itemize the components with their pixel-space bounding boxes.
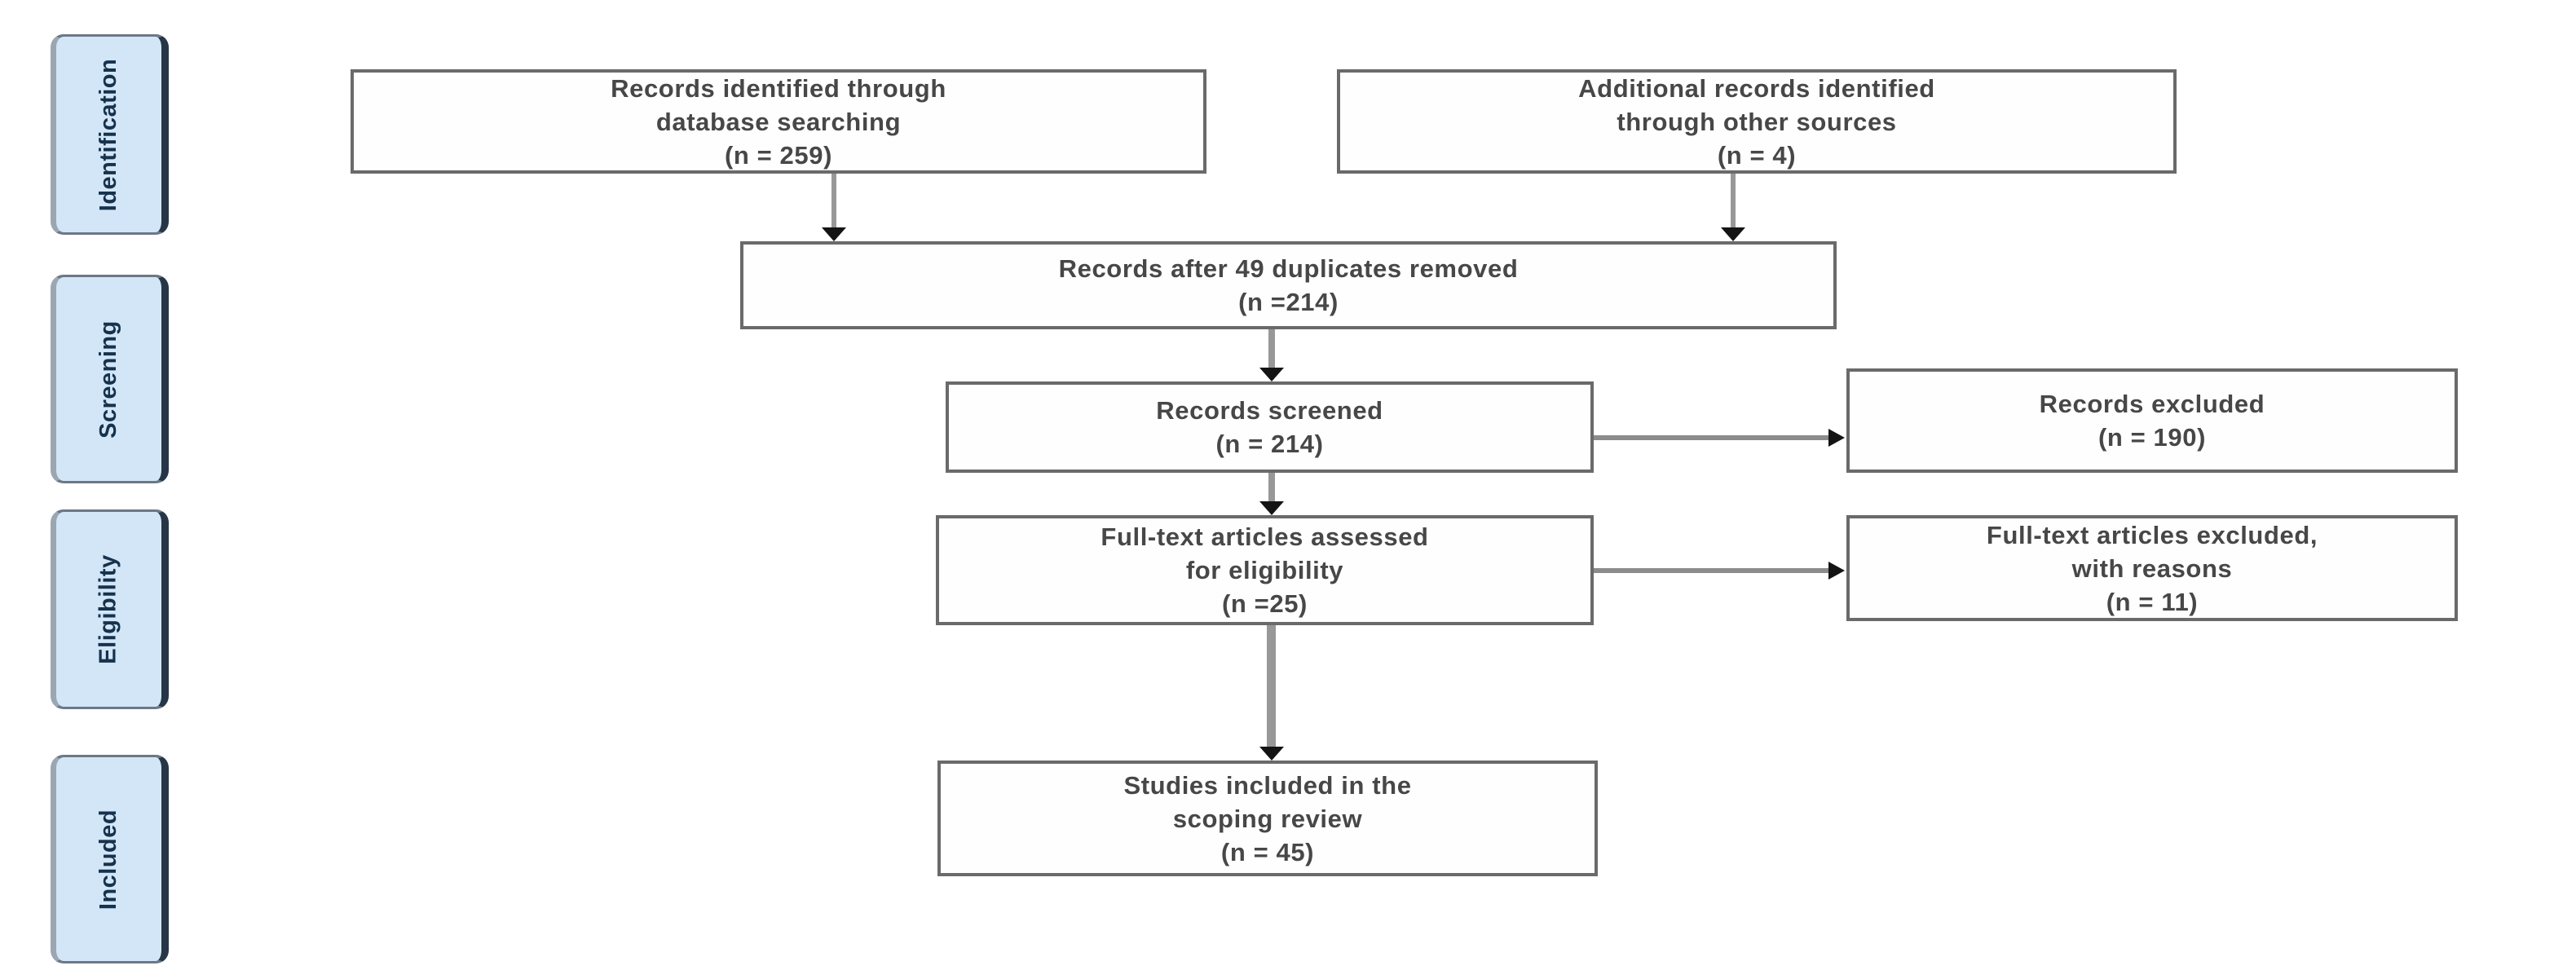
arrow-fulltext-to-included-head xyxy=(1259,747,1284,761)
text-line: for eligibility xyxy=(1185,556,1344,584)
text-line: (n = 190) xyxy=(2097,423,2207,452)
arrow-duplicates-to-screened-line xyxy=(1268,329,1275,368)
additional-records-box: Additional records identified through ot… xyxy=(1337,69,2177,174)
stage-label: Identification xyxy=(95,58,122,211)
arrow-additional-to-duplicates-line xyxy=(1731,174,1736,227)
arrow-screened-to-excluded-line xyxy=(1594,435,1828,440)
arrow-screened-to-fulltext-line xyxy=(1268,473,1275,501)
arrow-additional-to-duplicates-head xyxy=(1721,227,1745,241)
fulltext-excluded-box: Full-text articles excluded, with reason… xyxy=(1846,515,2458,621)
stage-label: Eligibility xyxy=(95,554,121,664)
text-line: Full-text articles assessed xyxy=(1101,522,1429,551)
text-line: Records after 49 duplicates removed xyxy=(1058,254,1519,283)
records-screened-box: Records screened (n = 214) xyxy=(946,381,1594,473)
text-line: (n = 45) xyxy=(1220,837,1315,866)
text-line: Records excluded xyxy=(2039,390,2265,418)
text-line: (n = 11) xyxy=(2106,587,2199,616)
text-line: database searching xyxy=(655,107,902,136)
stage-label: Screening xyxy=(95,320,121,439)
fulltext-assessed-box: Full-text articles assessed for eligibil… xyxy=(936,515,1594,625)
arrow-screened-to-excluded-head xyxy=(1828,429,1845,447)
text-line: through other sources xyxy=(1617,107,1897,136)
duplicates-removed-box: Records after 49 duplicates removed (n =… xyxy=(740,241,1837,329)
text-line: (n = 259) xyxy=(724,140,833,170)
stage-eligibility: Eligibility xyxy=(51,509,169,709)
text-line: Records screened xyxy=(1156,396,1383,425)
stage-label: Included xyxy=(95,809,121,910)
text-line: Records identified through xyxy=(611,73,946,103)
arrow-identified-to-duplicates-head xyxy=(822,227,846,241)
arrow-identified-to-duplicates-line xyxy=(831,174,836,227)
stage-screening: Screening xyxy=(51,275,169,483)
stage-identification: Identification xyxy=(51,34,169,235)
arrow-fulltext-to-excluded-line xyxy=(1594,568,1828,573)
text-line: (n =214) xyxy=(1238,288,1339,316)
arrow-screened-to-fulltext-head xyxy=(1259,501,1284,515)
arrow-fulltext-to-excluded-head xyxy=(1828,562,1845,580)
text-line: Studies included in the xyxy=(1123,770,1412,800)
records-identified-box: Records identified through database sear… xyxy=(351,69,1206,174)
text-line: (n = 4) xyxy=(1717,140,1797,170)
studies-included-box: Studies included in the scoping review (… xyxy=(937,761,1598,876)
text-line: scoping review xyxy=(1172,804,1363,833)
text-line: (n = 214) xyxy=(1215,430,1324,458)
text-line: (n =25) xyxy=(1222,589,1308,618)
text-line: Full-text articles excluded, xyxy=(1986,520,2318,549)
stage-included: Included xyxy=(51,755,169,963)
records-excluded-box: Records excluded (n = 190) xyxy=(1846,368,2458,473)
arrow-fulltext-to-included-line xyxy=(1267,625,1276,747)
text-line: with reasons xyxy=(2071,553,2233,583)
text-line: Additional records identified xyxy=(1578,73,1935,103)
arrow-duplicates-to-screened-head xyxy=(1259,368,1284,381)
